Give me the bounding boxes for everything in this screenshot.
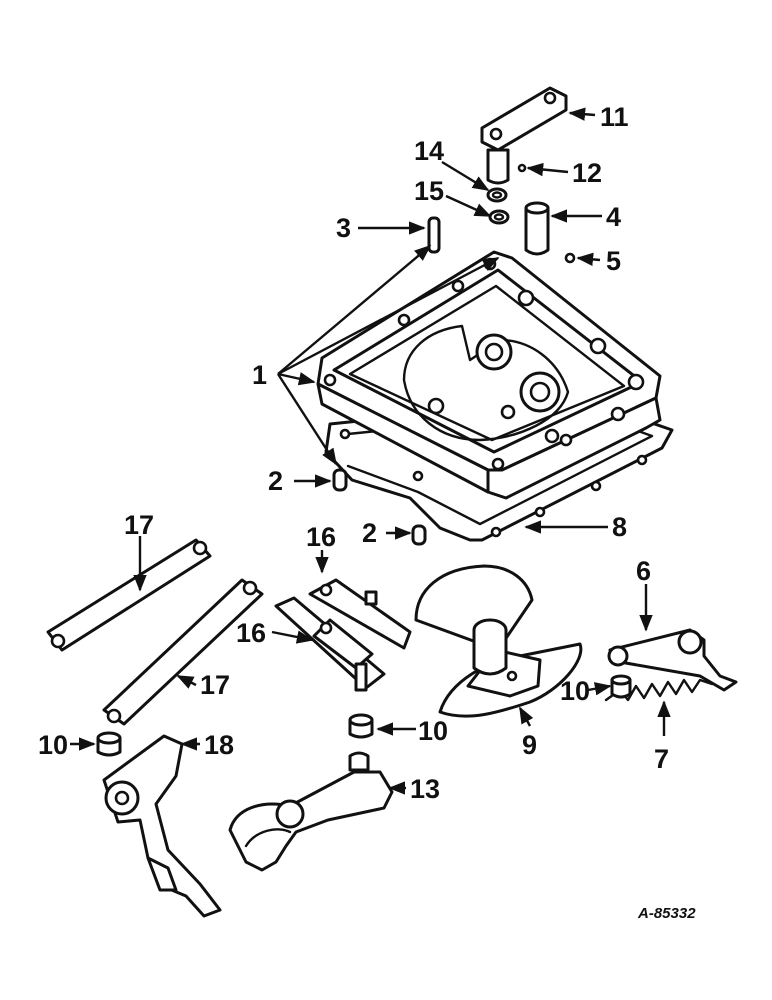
- bushing-part-10-left: [96, 731, 122, 757]
- callout-2-lower: 2: [362, 518, 377, 548]
- shifter-cover-part-1: [316, 250, 662, 500]
- callout-17-upper: 17: [124, 510, 154, 540]
- callout-7: 7: [654, 744, 669, 774]
- callout-labels: 1 2 2 3 4 5 6 7 8 9 10 10 10 10 11 12 13…: [38, 102, 696, 922]
- washer-part-14: [486, 187, 508, 203]
- callout-5: 5: [606, 246, 621, 276]
- callout-9: 9: [522, 730, 537, 760]
- pin-part-12: [517, 163, 527, 173]
- callout-16-upper: 16: [306, 522, 336, 552]
- leader-lines: [70, 107, 671, 795]
- callout-17-lower: 17: [200, 670, 230, 700]
- callout-2-upper: 2: [268, 466, 283, 496]
- callout-1: 1: [252, 360, 267, 390]
- interlock-plate-part-16a: [308, 578, 412, 650]
- callout-4: 4: [606, 202, 621, 232]
- shifter-rail-part-17b: [102, 578, 264, 726]
- callout-10-left: 10: [38, 730, 68, 760]
- interlock-plate-part-16b: [274, 596, 386, 692]
- callout-16-lower: 16: [236, 618, 266, 648]
- callout-18: 18: [204, 730, 234, 760]
- drawing-code: A-85332: [637, 905, 696, 922]
- ring-part-15: [488, 209, 510, 225]
- pin-part-5: [564, 252, 576, 264]
- callout-15: 15: [414, 176, 444, 206]
- callout-11: 11: [600, 102, 629, 132]
- sleeve-part-4: [524, 201, 550, 256]
- shift-fork-part-18: [102, 734, 222, 918]
- dowel-pin-part-2b: [411, 524, 427, 546]
- callout-6: 6: [636, 556, 651, 586]
- callout-8: 8: [612, 512, 627, 542]
- callout-12: 12: [572, 158, 602, 188]
- callout-10-center: 10: [418, 716, 448, 746]
- bushing-part-10-right: [610, 674, 632, 699]
- callout-13: 13: [410, 774, 440, 804]
- shifter-rail-part-17a: [46, 538, 212, 652]
- bell-crank-part-6: [607, 628, 738, 692]
- dowel-pin-part-3: [427, 216, 441, 254]
- callout-3: 3: [336, 213, 351, 243]
- lever-plate-part-9: [414, 564, 583, 718]
- dowel-pin-part-2a: [332, 468, 348, 492]
- shift-fork-part-13: [228, 751, 394, 872]
- callout-14: 14: [414, 136, 444, 166]
- callout-10-right: 10: [560, 676, 590, 706]
- spring-part-7: [604, 678, 714, 702]
- bushing-part-10-center: [348, 713, 374, 739]
